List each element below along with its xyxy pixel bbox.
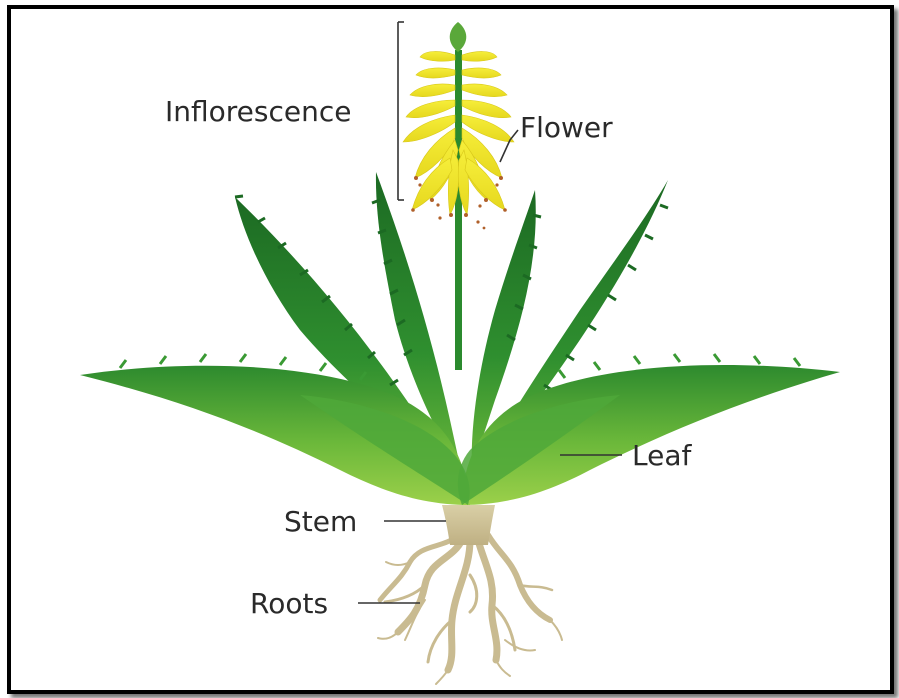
label-leaf: Leaf	[632, 439, 692, 472]
label-flower: Flower	[520, 111, 613, 144]
leaf-drawing	[80, 354, 840, 505]
label-roots: Roots	[250, 587, 328, 620]
label-inflorescence: Inflorescence	[165, 95, 351, 128]
flower-stalk	[455, 50, 462, 370]
label-stem: Stem	[284, 505, 357, 538]
stem-base	[442, 505, 495, 545]
roots-drawing	[378, 535, 562, 684]
